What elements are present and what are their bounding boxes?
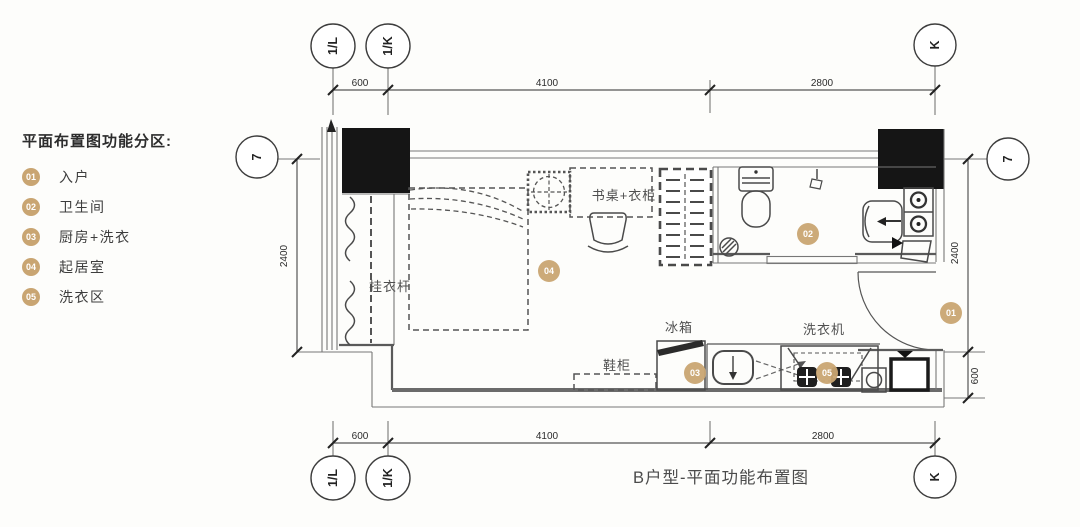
grid-bubble-1L-bottom-label: 1/L [326, 469, 340, 487]
toilet-icon [738, 166, 774, 228]
legend-label-living: 起居室 [59, 259, 106, 275]
legend-label-kitchen-laundry: 厨房+洗衣 [59, 229, 131, 245]
kitchen-laundry: 冰箱 [573, 320, 930, 393]
grid-bubble-K-top-label: K [928, 40, 942, 49]
label-desk-wardrobe: 书桌+衣柜 [592, 188, 657, 203]
dim-top-2800: 2800 [811, 78, 834, 89]
dim-top-600: 600 [352, 78, 369, 89]
corner-tray-icon [900, 240, 932, 263]
stacked-appliance-icon [903, 187, 934, 237]
faucet-icon [809, 169, 823, 190]
dim-bottom-2800: 2800 [812, 431, 835, 442]
grid-bubble-1K-top-label: 1/K [381, 36, 395, 55]
zone-badge-03: 03 [684, 362, 706, 384]
folding-table [526, 170, 572, 214]
label-fridge: 冰箱 [665, 320, 693, 335]
dim-bottom-4100: 4100 [536, 431, 559, 442]
grid-bubble-K-bottom [913, 455, 957, 499]
legend-label-entry: 入户 [59, 169, 90, 185]
zone-badge-05: 05 [816, 362, 838, 384]
burner-icon [797, 367, 817, 387]
kitchen-sink-icon [712, 350, 754, 385]
fold-down-bed [408, 187, 529, 331]
grid-bubble-7-left-label: 7 [250, 153, 264, 160]
grid-bubble-7-right-label: 7 [1001, 155, 1015, 162]
legend-item-bathroom: 02 卫生间 [22, 198, 172, 216]
entry-door [857, 271, 943, 352]
grid-bubble-K-bottom-label: K [928, 472, 942, 481]
dimension-chain-right: 7 2400 600 [944, 137, 1030, 404]
legend-badge-01: 01 [22, 168, 40, 186]
dim-left-2400: 2400 [279, 244, 290, 267]
dimension-chain-bottom: 1/L 1/K K 600 4100 2800 [310, 421, 957, 501]
legend-label-laundry-zone: 洗衣区 [59, 289, 106, 305]
zone-badges: 01 02 03 04 05 [538, 223, 962, 384]
legend-item-living: 04 起居室 [22, 258, 172, 276]
svg-text:03: 03 [690, 368, 700, 378]
grid-bubble-1K-bottom-label: 1/K [381, 468, 395, 487]
legend-item-laundry-zone: 05 洗衣区 [22, 288, 172, 306]
grid-bubble-1L-top [310, 23, 356, 69]
legend-badge-05: 05 [22, 288, 40, 306]
chair-icon [589, 212, 627, 245]
svg-text:02: 02 [803, 229, 813, 239]
washbasin-icon [862, 200, 903, 243]
plan-title: B户型-平面功能布置图 [633, 468, 809, 487]
zone-badge-01: 01 [940, 302, 962, 324]
dimension-chain-left: 7 2400 [235, 135, 322, 358]
water-heater-icon [861, 367, 887, 393]
dim-right-2400: 2400 [950, 241, 961, 264]
legend-badge-04: 04 [22, 258, 40, 276]
grid-bubble-1K-bottom [365, 455, 411, 501]
closet-hanging-area: 挂衣杆 [344, 196, 411, 346]
dim-right-600: 600 [970, 367, 981, 384]
grid-bubble-1L-top-label: 1/L [326, 37, 340, 55]
label-washing-machine: 洗衣机 [803, 322, 845, 337]
dimension-chain-top: 1/L 1/K K 600 4100 2800 [310, 23, 957, 115]
legend-badge-02: 02 [22, 198, 40, 216]
legend-badge-03: 03 [22, 228, 40, 246]
fridge-icon [656, 340, 706, 391]
shoe-cabinet: 鞋柜 [573, 358, 657, 391]
desk-and-chair: 书桌+衣柜 [569, 167, 657, 253]
dim-bottom-600: 600 [352, 431, 369, 442]
svg-text:04: 04 [544, 266, 554, 276]
grid-bubble-1L-bottom [310, 455, 356, 501]
grid-bubble-1K-top [365, 23, 411, 69]
label-shoe-cabinet: 鞋柜 [603, 358, 631, 373]
label-hanging-rod: 挂衣杆 [369, 279, 411, 294]
grid-bubble-K-top [913, 23, 957, 67]
walls [321, 119, 945, 408]
legend-label-bathroom: 卫生间 [59, 199, 106, 215]
legend-item-kitchen-laundry: 03 厨房+洗衣 [22, 228, 172, 246]
bathroom [719, 166, 934, 263]
dim-top-4100: 4100 [536, 78, 559, 89]
window-break-mark [327, 119, 336, 132]
zone-badge-02: 02 [797, 223, 819, 245]
column-top-left [342, 128, 410, 193]
wardrobe-hangers [658, 167, 713, 267]
column-top-right [878, 129, 944, 189]
legend-title: 平面布置图功能分区: [22, 133, 172, 150]
legend-item-entry: 01 入户 [22, 168, 172, 186]
legend-panel: 平面布置图功能分区: 01 入户 02 卫生间 03 厨房+洗衣 04 起居室 … [22, 130, 172, 318]
direction-arrow-icon [892, 237, 903, 249]
door-swing-arc [857, 271, 937, 351]
svg-text:05: 05 [822, 368, 832, 378]
floor-drain-icon [719, 237, 739, 257]
svg-text:01: 01 [946, 308, 956, 318]
grid-bubble-7-left [235, 135, 279, 179]
cabinet-icon [889, 351, 930, 392]
grid-bubble-7-right [986, 137, 1030, 181]
zone-badge-04: 04 [538, 260, 560, 282]
